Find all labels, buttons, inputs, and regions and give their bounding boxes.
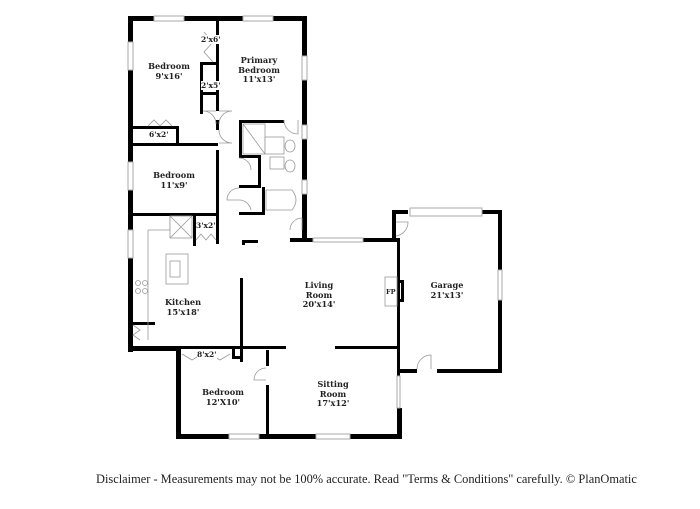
- room-label-bedroom-3: Bedroom 12'X10': [202, 387, 244, 407]
- room-dims: 17'x12': [316, 398, 350, 408]
- room-dims: 20'x14': [302, 299, 336, 309]
- stove-icon: [135, 280, 148, 294]
- door-swing: [226, 187, 240, 201]
- door-swing: [253, 367, 267, 381]
- door-swing: [218, 110, 233, 125]
- closet-label: 8'x2': [197, 350, 217, 359]
- fireplace-label: FP: [386, 288, 396, 296]
- room-dims: 21'x13': [430, 289, 464, 300]
- disclaimer-text: Disclaimer - Measurements may not be 100…: [96, 472, 637, 486]
- room-name: Bedroom: [153, 170, 195, 180]
- room-label-garage: Garage 21'x13': [430, 280, 464, 300]
- room-label-kitchen: Kitchen 15'x18': [164, 297, 202, 317]
- bifold-door: [132, 324, 141, 341]
- door-swing: [218, 129, 233, 144]
- bathtub-icon: [265, 189, 297, 211]
- room-name-line1: Sitting: [317, 379, 349, 389]
- room-dims: 11'x13': [242, 74, 276, 84]
- room-name-line2: Bedroom: [238, 64, 280, 75]
- windows: [127, 15, 503, 440]
- door-swing: [395, 221, 409, 237]
- door-swing: [238, 157, 252, 171]
- toilet-icon: [284, 159, 296, 173]
- room-dims: 15'x18': [166, 306, 200, 317]
- room-label-sitting-room: Sitting Room 17'x12': [316, 379, 350, 409]
- room-name: Bedroom: [202, 387, 244, 397]
- bifold-door: [147, 119, 173, 127]
- room-dims: 9'x16': [155, 70, 183, 81]
- closet-label: 3'x2': [196, 221, 216, 230]
- door-swing: [283, 119, 299, 135]
- door-swing: [202, 110, 217, 125]
- room-label-living-room: Living Room 20'x14': [302, 280, 336, 310]
- room-name-line1: Primary: [240, 55, 278, 65]
- room-dims: 11'x9': [160, 179, 188, 190]
- bifold-door: [195, 233, 217, 241]
- closet-label: 6'x2': [149, 130, 169, 139]
- door-swing: [238, 199, 252, 211]
- closet-label: 2'x6': [201, 35, 221, 44]
- closet-label: 2'x5': [201, 81, 221, 90]
- toilet-icon: [284, 139, 296, 153]
- room-name: Garage: [430, 280, 464, 290]
- room-dims: 12'X10': [205, 396, 241, 407]
- vanity-icon: [269, 156, 285, 170]
- room-name-line1: Living: [304, 280, 334, 290]
- doors: [132, 31, 432, 381]
- fixtures: [135, 123, 398, 340]
- fireplace-hearth: [384, 276, 398, 307]
- door-swing: [416, 354, 432, 370]
- room-name-line2: Room: [305, 289, 333, 300]
- room-name: Bedroom: [148, 61, 190, 71]
- room-label-bedroom-1: Bedroom 9'x16': [148, 61, 190, 81]
- room-label-bedroom-2: Bedroom 11'x9': [153, 170, 195, 190]
- room-name: Kitchen: [164, 297, 202, 307]
- room-name-line2: Room: [319, 388, 347, 399]
- sink-icon: [169, 260, 181, 278]
- room-label-primary-bedroom: Primary Bedroom 11'x13': [238, 55, 280, 85]
- door-swing: [289, 217, 303, 231]
